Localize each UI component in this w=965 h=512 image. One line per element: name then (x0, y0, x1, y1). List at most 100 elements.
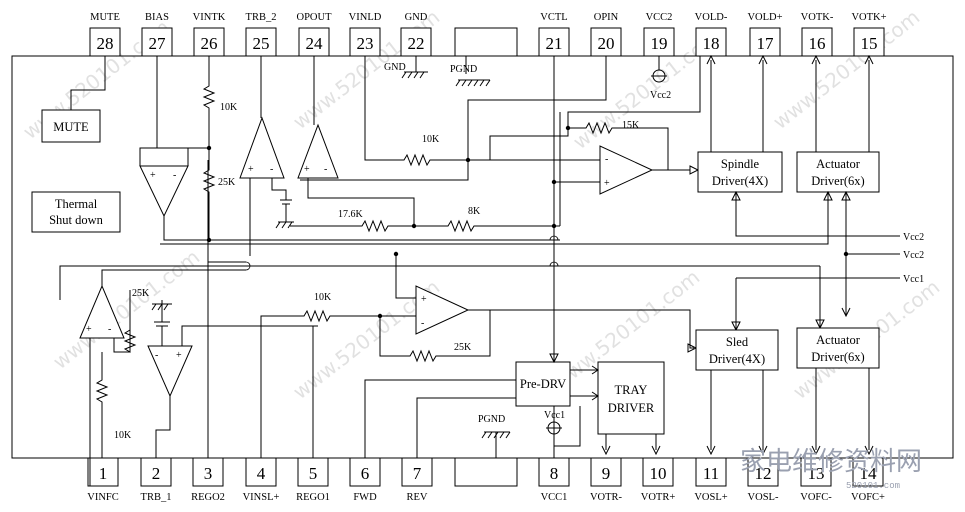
pin-20: OPIN 20 (590, 12, 622, 57)
pin-number: 24 (306, 34, 324, 53)
svg-text:-: - (421, 318, 424, 329)
r-10k-left: 10K (114, 430, 132, 441)
pgnd-bottom: PGND (478, 414, 511, 458)
pin-number: 10 (650, 464, 667, 483)
actuator-driver-top: Actuator Driver(6x) (160, 54, 880, 318)
pin-name: OPOUT (296, 12, 332, 23)
pin-name: TRB_2 (246, 12, 277, 23)
spindle-label-line1: Spindle (721, 157, 760, 171)
trb1-amp: - + (147, 160, 318, 458)
pin-5: 5 REGO1 (296, 457, 330, 503)
r-17-6k: 17.6K (338, 209, 364, 220)
pin-28: MUTE 28 (89, 12, 121, 57)
svg-text:+: + (304, 164, 310, 175)
rail-vcc2-b: Vcc2 (903, 250, 924, 261)
pin-number: 5 (309, 464, 318, 483)
pin-15: VOTK+ 15 (851, 12, 887, 57)
pin-number: 6 (361, 464, 370, 483)
pin-name: MUTE (90, 12, 120, 23)
svg-text:-: - (270, 164, 273, 175)
pin-number: 13 (808, 464, 825, 483)
r-8k: 8K (468, 206, 481, 217)
pin-number: 16 (809, 34, 826, 53)
mute-label: MUTE (53, 120, 89, 134)
brand-url: 520101.com (846, 481, 900, 491)
pin-number: 14 (860, 464, 878, 483)
brand-watermark: 家电维修资料网 520101.com (740, 447, 922, 491)
r-10k-vintk: 10K (220, 102, 238, 113)
svg-text:-: - (155, 350, 158, 361)
pin-number: 23 (357, 34, 374, 53)
vcc2-label: Vcc2 (650, 90, 671, 101)
pin-name: REGO1 (296, 492, 330, 503)
pin-name: BIAS (145, 12, 169, 23)
vcc2-node: Vcc2 (650, 56, 671, 101)
thermal-label-line1: Thermal (55, 197, 98, 211)
pin-name: VINLD (349, 12, 382, 23)
pin-number: 18 (703, 34, 720, 53)
pin-number: 7 (413, 464, 422, 483)
pin-number: 26 (201, 34, 218, 53)
pin-number: 20 (598, 34, 615, 53)
sled-label-line1: Sled (726, 335, 749, 349)
actuator-bottom-label-line1: Actuator (816, 333, 861, 347)
svg-text:+: + (176, 350, 182, 361)
opout-amp: + - (297, 56, 415, 226)
svg-text:-: - (605, 154, 608, 165)
pin-number: 19 (651, 34, 668, 53)
sled-label-line2: Driver(4X) (709, 352, 765, 366)
pin-9: 9 VOTR- (590, 457, 623, 503)
svg-text:-: - (173, 170, 176, 181)
pin-number: 3 (204, 464, 213, 483)
pin-name: REV (407, 492, 428, 503)
pin-13: 13 VOFC- (800, 457, 832, 503)
pin-name: GND (405, 12, 428, 23)
pin-name: VOSL- (748, 492, 779, 503)
top-pins: MUTE 28 BIAS 27 VINTK 26 TRB_2 25 OPOUT … (89, 12, 887, 57)
bias-amp: + - (139, 56, 560, 241)
pin-19: VCC2 19 (643, 12, 675, 57)
gnd-symbols-top: GND PGND (384, 56, 491, 87)
pin-8: 8 VCC1 (538, 457, 570, 503)
pin-24: OPOUT 24 (296, 12, 332, 57)
tray-section: Pre-DRV TRAY DRIVER Vcc1 (364, 353, 665, 458)
svg-text:-: - (108, 324, 111, 335)
spindle-label-line2: Driver(4X) (712, 174, 768, 188)
rail-vcc2-a: Vcc2 (903, 232, 924, 243)
bottom-pins: 1 VINFC 2 TRB_1 3 REGO2 4 VINSL+ 5 REGO1… (87, 457, 885, 503)
heat-tab-bottom (454, 457, 518, 487)
pin-16: VOTK- 16 (801, 12, 834, 57)
heat-tab-top (454, 27, 518, 57)
pin-name: VCTL (540, 12, 567, 23)
pin-11: 11 VOSL+ (694, 457, 728, 503)
actuator-driver-bottom: Actuator Driver(6x) (796, 327, 880, 456)
watermark-text: www.520101.com (288, 5, 444, 134)
r-25k-vintk: 25K (218, 177, 236, 188)
pin-23: VINLD 23 (349, 12, 382, 57)
pin-18: VOLD- 18 (695, 12, 728, 57)
rail-vcc1: Vcc1 (903, 274, 924, 285)
pin-2: 2 TRB_1 (140, 457, 172, 503)
pin-name: FWD (353, 492, 377, 503)
thermal-label-line2: Shut down (49, 213, 104, 227)
pin-number: 27 (149, 34, 167, 53)
actuator-top-label-line2: Driver(6x) (811, 174, 864, 188)
svg-text:+: + (150, 170, 156, 181)
pin-4: 4 VINSL+ (243, 457, 279, 503)
pin-26: VINTK 26 (193, 12, 226, 57)
r-25k-sled: 25K (454, 342, 472, 353)
pin-number: 15 (861, 34, 878, 53)
predrv-label: Pre-DRV (520, 377, 566, 391)
pin-1: 1 VINFC (87, 457, 119, 503)
pin-12: 12 VOSL- (747, 457, 779, 503)
pin-name: VOTR+ (641, 492, 676, 503)
feedback-resistors: 17.6K 8K (290, 112, 561, 233)
svg-text:+: + (86, 324, 92, 335)
svg-text:+: + (248, 164, 254, 175)
svg-text:+: + (604, 178, 610, 189)
pin-21: VCTL 21 (538, 12, 570, 57)
svg-text:+: + (421, 294, 427, 305)
pin-17: VOLD+ 17 (747, 12, 783, 57)
pin-number: 2 (152, 464, 161, 483)
pin-25: TRB_2 25 (245, 12, 277, 57)
